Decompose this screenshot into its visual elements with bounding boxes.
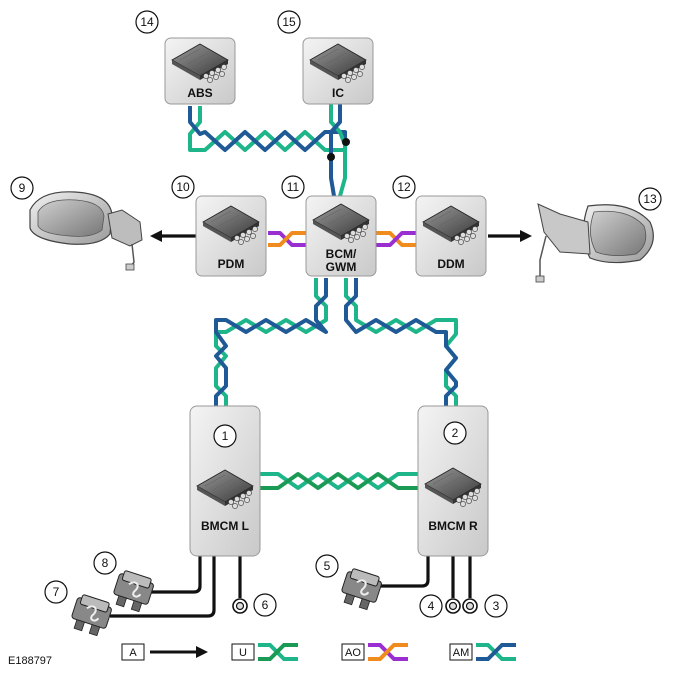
legend-item-ao: AO	[341, 643, 408, 661]
module-bcm-gwm[interactable]: BCM/ GWM	[305, 195, 377, 277]
callout-12: 12	[392, 175, 416, 199]
svg-text:12: 12	[397, 180, 411, 194]
svg-text:11: 11	[287, 180, 300, 194]
callout-3: 3	[484, 594, 508, 618]
module-label: DDM	[437, 257, 464, 271]
callout-15: 15	[277, 10, 301, 34]
module-label: PDM	[218, 257, 245, 271]
svg-text:10: 10	[176, 180, 190, 194]
module-label: BCM/	[326, 247, 357, 261]
svg-text:AM: AM	[453, 647, 470, 659]
callout-11: 11	[281, 175, 305, 199]
svg-text:9: 9	[19, 181, 26, 195]
wire-bmcml-fuse7	[110, 556, 216, 618]
svg-text:U: U	[239, 647, 247, 659]
callout-7: 7	[44, 580, 68, 604]
sensor-6-icon	[232, 598, 248, 614]
callout-8: 8	[93, 551, 117, 575]
module-label-line2: GWM	[326, 260, 357, 274]
bus-abs-ic-green	[188, 106, 345, 152]
module-ic[interactable]: IC	[302, 37, 374, 105]
svg-text:4: 4	[428, 599, 435, 613]
wire-bmcmr-fuse5	[378, 556, 430, 588]
legend-item-am: AM	[449, 643, 516, 661]
svg-text:3: 3	[493, 599, 500, 613]
svg-text:1: 1	[222, 429, 229, 443]
module-bmcm-r[interactable]: BMCM R	[417, 405, 489, 557]
module-label: ABS	[187, 86, 212, 100]
svg-text:5: 5	[324, 559, 331, 573]
sensor-4-icon	[445, 598, 461, 614]
svg-text:AO: AO	[345, 647, 361, 659]
svg-text:7: 7	[53, 585, 60, 599]
module-ddm[interactable]: DDM	[415, 195, 487, 277]
mirror-left-icon	[29, 191, 143, 271]
bus-bcm-ddm-purple	[376, 231, 416, 247]
bus-bmcml-bmcmr-a	[260, 472, 418, 490]
callout-13: 13	[638, 187, 662, 211]
legend-item-u: U	[231, 643, 298, 661]
callout-14: 14	[135, 10, 159, 34]
module-label: IC	[332, 86, 344, 100]
bus-pdm-bcm-orange	[268, 231, 306, 247]
bus-bmcml-bmcmr-b	[260, 472, 418, 490]
callouts: 14 15 9 10 11 12 13 1 2 8 7 6 5 4 3	[10, 10, 662, 618]
svg-text:13: 13	[643, 192, 657, 206]
bus-bcm-bmcml-green	[214, 278, 328, 406]
svg-text:8: 8	[102, 556, 109, 570]
mirror-right-icon	[535, 203, 654, 283]
network-wiring	[110, 104, 532, 618]
fuse-8-icon	[109, 568, 157, 615]
callout-1: 1	[213, 424, 237, 448]
callout-6: 6	[253, 593, 277, 617]
svg-text:6: 6	[262, 598, 269, 612]
module-label: BMCM L	[201, 519, 249, 533]
svg-text:14: 14	[140, 15, 154, 29]
svg-text:2: 2	[452, 426, 459, 440]
bus-bcm-bmcmr-green	[344, 278, 458, 406]
bus-bcm-bmcmr-blue	[344, 278, 458, 406]
module-pdm[interactable]: PDM	[195, 195, 267, 277]
module-abs[interactable]: ABS	[164, 37, 236, 105]
bus-abs-ic-blue	[188, 106, 347, 152]
figure-id: E188797	[8, 655, 52, 667]
fuse-7-icon	[67, 592, 115, 639]
bus-ic-bcm-blue	[329, 104, 342, 197]
callout-5: 5	[315, 554, 339, 578]
module-bmcm-l[interactable]: BMCM L	[189, 405, 261, 557]
callout-9: 9	[10, 176, 34, 200]
wire-bmcml-fuse8	[150, 556, 202, 594]
legend: A U AO AM	[121, 643, 516, 661]
sensor-3-icon	[462, 598, 478, 614]
bus-ic-bcm-green	[329, 104, 347, 197]
fuse-5-icon	[337, 566, 385, 613]
callout-10: 10	[171, 175, 195, 199]
svg-text:15: 15	[282, 15, 296, 29]
callout-4: 4	[419, 594, 443, 618]
legend-item-a: A	[121, 643, 208, 661]
callout-2: 2	[443, 421, 467, 445]
svg-text:A: A	[129, 647, 137, 659]
module-label: BMCM R	[428, 519, 478, 533]
bus-bcm-bmcml-blue	[214, 278, 328, 406]
